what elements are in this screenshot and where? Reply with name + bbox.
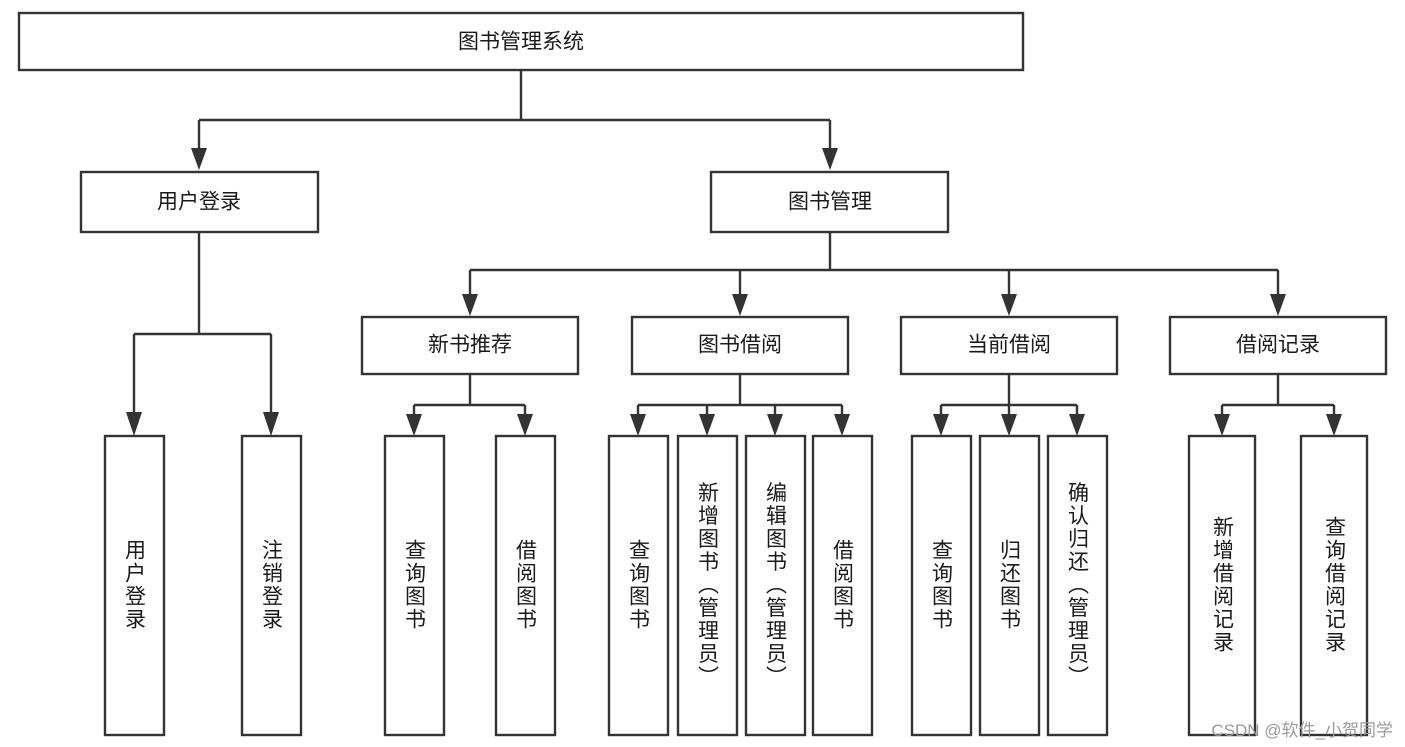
- node-new-book-rec-label: 新书推荐: [428, 334, 512, 357]
- node-leaf-13-box[interactable]: [1299, 434, 1369, 737]
- node-leaf-10-label: 归还图书: [998, 539, 1022, 631]
- node-user-login[interactable]: 用户登录: [79, 170, 320, 234]
- arrow-bm-to-current-borrow: [1001, 294, 1017, 316]
- arrow-bb-to-leaf7: [767, 414, 783, 436]
- arrow-bb-to-leaf5: [630, 414, 646, 436]
- node-leaf-return-book[interactable]: 归还图书: [978, 434, 1041, 737]
- arrow-cb-to-leaf10: [1001, 414, 1017, 436]
- arrow-br-to-leaf12: [1214, 414, 1230, 436]
- node-leaf-query-book-c[interactable]: 查询图书: [910, 434, 973, 737]
- node-leaf-5-label: 查询图书: [627, 539, 651, 631]
- node-leaf-5-box[interactable]: [607, 434, 670, 737]
- arrow-bb-to-leaf8: [834, 414, 850, 436]
- node-leaf-borrow-book-a[interactable]: 借阅图书: [494, 434, 557, 737]
- node-leaf-add-borrow-record[interactable]: 新增借阅记录: [1187, 434, 1257, 737]
- arrow-nbr-to-leaf4: [517, 414, 533, 436]
- node-new-book-rec-box[interactable]: [360, 315, 580, 376]
- node-leaf-confirm-return-admin[interactable]: 确认归还（管理员）: [1046, 434, 1109, 737]
- node-current-borrow-box[interactable]: [899, 315, 1119, 376]
- node-leaf-3-box[interactable]: [383, 434, 446, 737]
- node-leaf-4-box[interactable]: [494, 434, 557, 737]
- arrow-user-login-to-leaf1: [126, 412, 142, 436]
- node-leaf-query-book-b[interactable]: 查询图书: [607, 434, 670, 737]
- node-leaf-12-box[interactable]: [1187, 434, 1257, 737]
- node-leaf-user-login[interactable]: 用户登录: [103, 434, 166, 737]
- node-leaf-add-book-admin[interactable]: 新增图书（管理员）: [676, 434, 739, 737]
- node-leaf-9-label: 查询图书: [930, 539, 954, 631]
- arrow-bm-to-borrow-record: [1270, 294, 1286, 316]
- node-borrow-record[interactable]: 借阅记录: [1168, 315, 1388, 376]
- arrow-root-to-user-login: [191, 148, 207, 170]
- node-root-box[interactable]: [17, 11, 1025, 72]
- node-leaf-8-box[interactable]: [811, 434, 874, 737]
- node-leaf-1-box[interactable]: [103, 434, 166, 737]
- arrow-cb-to-leaf11: [1069, 414, 1085, 436]
- node-current-borrow[interactable]: 当前借阅: [899, 315, 1119, 376]
- arrow-br-to-leaf13: [1326, 414, 1342, 436]
- node-current-borrow-label: 当前借阅: [967, 334, 1051, 357]
- node-leaf-6-box[interactable]: [676, 434, 739, 737]
- node-leaf-2-label: 注销登录: [260, 539, 284, 631]
- node-leaf-query-borrow-record[interactable]: 查询借阅记录: [1299, 434, 1369, 737]
- node-leaf-7-box[interactable]: [744, 434, 807, 737]
- arrow-bb-to-leaf6: [699, 414, 715, 436]
- arrow-cb-to-leaf9: [933, 414, 949, 436]
- arrow-nbr-to-leaf3: [406, 414, 422, 436]
- node-book-manage-box[interactable]: [709, 170, 950, 234]
- arrow-user-login-to-leaf2: [263, 412, 279, 436]
- node-user-login-label: 用户登录: [157, 191, 241, 214]
- node-book-borrow-box[interactable]: [630, 315, 850, 376]
- node-leaf-query-book-a[interactable]: 查询图书: [383, 434, 446, 737]
- node-book-borrow[interactable]: 图书借阅: [630, 315, 850, 376]
- node-leaf-9-box[interactable]: [910, 434, 973, 737]
- node-leaf-11-label: 确认归还（管理员）: [1066, 482, 1090, 689]
- node-leaf-2-box[interactable]: [240, 434, 303, 737]
- node-leaf-6-label: 新增图书（管理员）: [696, 482, 720, 689]
- node-leaf-edit-book-admin[interactable]: 编辑图书（管理员）: [744, 434, 807, 737]
- node-borrow-record-box[interactable]: [1168, 315, 1388, 376]
- node-leaf-1-label: 用户登录: [123, 539, 147, 631]
- connector-layer: [126, 70, 1342, 436]
- node-leaf-7-label: 编辑图书（管理员）: [764, 482, 788, 689]
- node-leaf-logout[interactable]: 注销登录: [240, 434, 303, 737]
- arrow-root-to-book-manage: [822, 148, 838, 170]
- arrow-bm-to-new-book-rec: [462, 294, 478, 316]
- node-leaf-11-box[interactable]: [1046, 434, 1109, 737]
- node-leaf-10-box[interactable]: [978, 434, 1041, 737]
- arrow-bm-to-book-borrow: [732, 294, 748, 316]
- node-new-book-rec[interactable]: 新书推荐: [360, 315, 580, 376]
- node-user-login-box[interactable]: [79, 170, 320, 234]
- node-borrow-record-label: 借阅记录: [1236, 334, 1320, 357]
- node-leaf-8-label: 借阅图书: [831, 539, 855, 631]
- node-book-manage[interactable]: 图书管理: [709, 170, 950, 234]
- node-leaf-3-label: 查询图书: [403, 539, 427, 631]
- node-root-label: 图书管理系统: [458, 31, 584, 54]
- node-leaf-4-label: 借阅图书: [514, 539, 538, 631]
- node-book-manage-label: 图书管理: [788, 191, 872, 214]
- node-leaf-12-label: 新增借阅记录: [1211, 516, 1235, 654]
- node-leaf-13-label: 查询借阅记录: [1323, 516, 1347, 654]
- node-root[interactable]: 图书管理系统: [17, 11, 1025, 72]
- node-book-borrow-label: 图书借阅: [698, 334, 782, 357]
- node-leaf-borrow-book-b[interactable]: 借阅图书: [811, 434, 874, 737]
